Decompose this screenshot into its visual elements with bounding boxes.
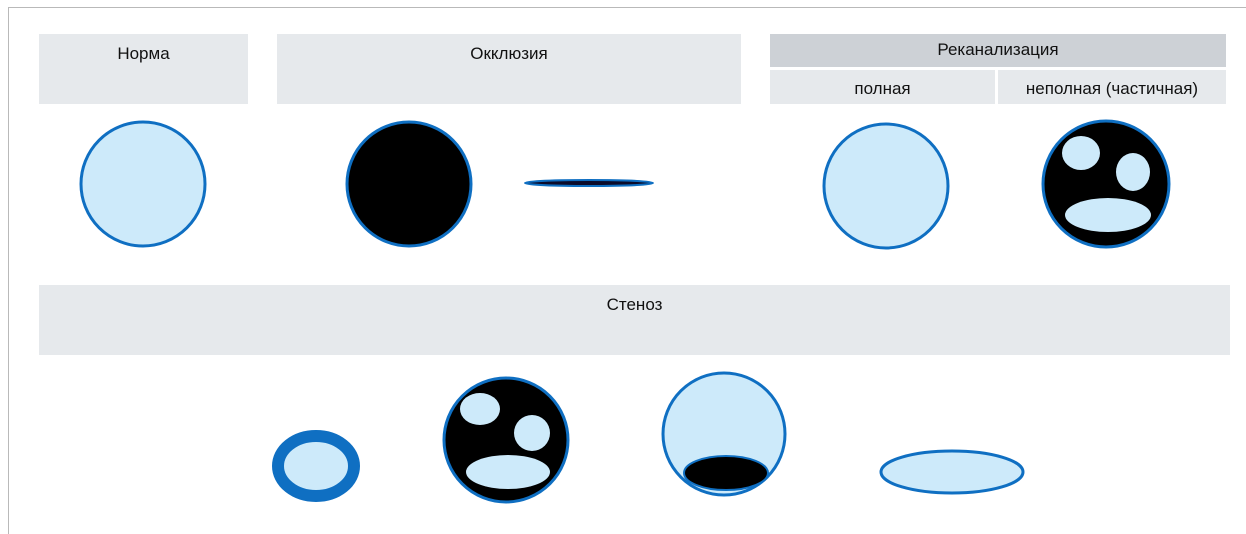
header-occlusion-label: Окклюзия [470,44,548,63]
header-recanalization-label: Реканализация [937,40,1059,59]
plaque-stenosis-icon [661,371,787,497]
flattened-stenosis-icon [879,449,1025,495]
header-recanalization-full-label: полная [854,79,911,98]
header-recanalization-partial-label: неполная (частичная) [1025,79,1199,98]
header-occlusion: Окклюзия [277,34,741,104]
thick-wall-stenosis-icon [272,430,360,502]
partial-recanalization-icon [1041,119,1171,249]
full-recanalization-icon [822,122,950,250]
occluded-vessel-icon [345,120,473,248]
partial-channels-stenosis-icon [442,376,570,504]
header-norm: Норма [39,34,248,104]
header-stenosis-label: Стеноз [606,295,663,314]
collapsed-vessel-icon [524,179,654,187]
header-recanalization-full: полная [770,70,995,104]
header-recanalization-partial: неполная (частичная) [998,70,1226,104]
header-recanalization: Реканализация [770,34,1226,67]
header-norm-label: Норма [117,44,170,63]
diagram-frame [8,7,1246,534]
header-stenosis: Стеноз [39,285,1230,355]
normal-vessel-icon [79,120,207,248]
